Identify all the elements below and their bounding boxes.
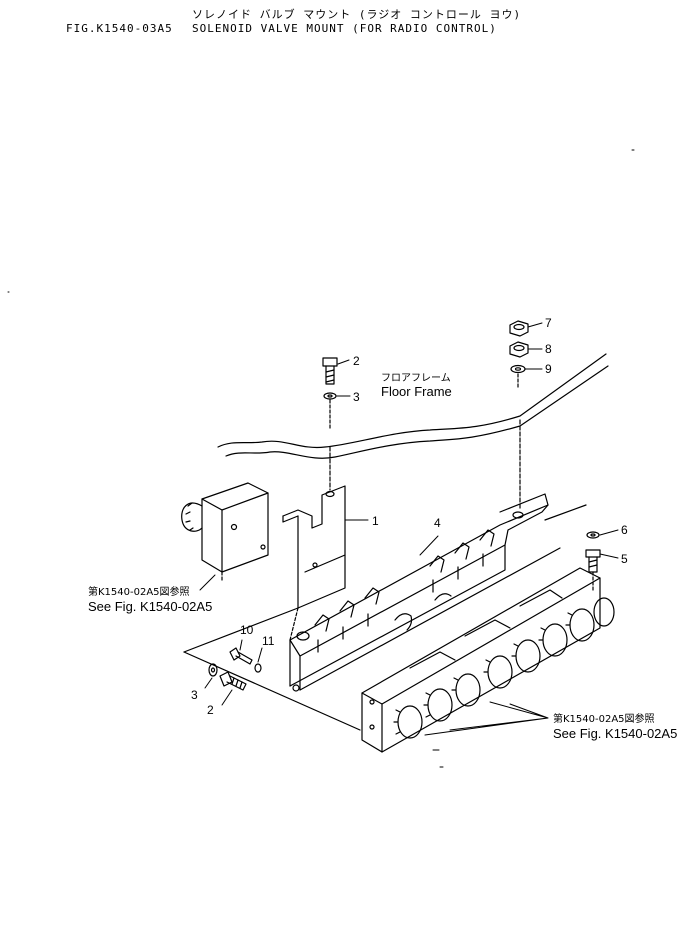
callout-4: 4 (434, 516, 441, 530)
reference-left-label: See Fig. K1540-02A5 (88, 599, 212, 614)
mount-plane-lines (183, 504, 587, 731)
bolt-5 (585, 549, 601, 591)
bracket-1 (282, 446, 346, 609)
reference-right-jp: 第K1540-02A5図参照 (553, 712, 655, 725)
reference-right-label: See Fig. K1540-02A5 (553, 726, 677, 741)
valve-coils (393, 597, 615, 739)
bracket-4 (289, 419, 561, 692)
nut-8 (509, 341, 529, 358)
callout-8: 8 (545, 342, 552, 356)
bolt-2-bottom (219, 671, 247, 691)
nut-7 (509, 320, 529, 337)
floor-frame-label: Floor Frame (381, 384, 452, 399)
callout-2-top: 2 (353, 354, 360, 368)
callout-2-bottom: 2 (207, 703, 214, 717)
callout-5: 5 (621, 552, 628, 566)
washer-3-bottom (208, 663, 218, 677)
japanese-title: ソレノイド バルブ マウント (ラジオ コントロール ヨウ) (192, 8, 522, 21)
lock-washer-11 (254, 663, 262, 673)
washer-6 (586, 531, 600, 539)
callout-1: 1 (372, 514, 379, 528)
callout-7: 7 (545, 316, 552, 330)
scan-marks (7, 149, 635, 768)
reference-left-jp: 第K1540-02A5図参照 (88, 585, 190, 598)
bolt-2-top (322, 357, 338, 385)
callout-9: 9 (545, 362, 552, 376)
callout-6: 6 (621, 523, 628, 537)
bolt-10 (229, 647, 253, 665)
callout-11: 11 (262, 634, 275, 648)
washer-9 (510, 364, 526, 389)
callout-10: 10 (240, 623, 254, 637)
washer-3-top (323, 392, 337, 431)
solenoid-valve-box (181, 482, 269, 581)
leader-lines (199, 322, 619, 736)
figure-id: FIG.K1540-03A5 (66, 22, 173, 35)
english-title: SOLENOID VALVE MOUNT (FOR RADIO CONTROL) (192, 22, 497, 35)
solenoid-valve-bank (361, 567, 615, 753)
floor-frame (217, 353, 609, 459)
floor-frame-jp-label: フロアフレーム (381, 372, 451, 384)
callout-3-top: 3 (353, 390, 360, 404)
callout-3-bottom: 3 (191, 688, 198, 702)
